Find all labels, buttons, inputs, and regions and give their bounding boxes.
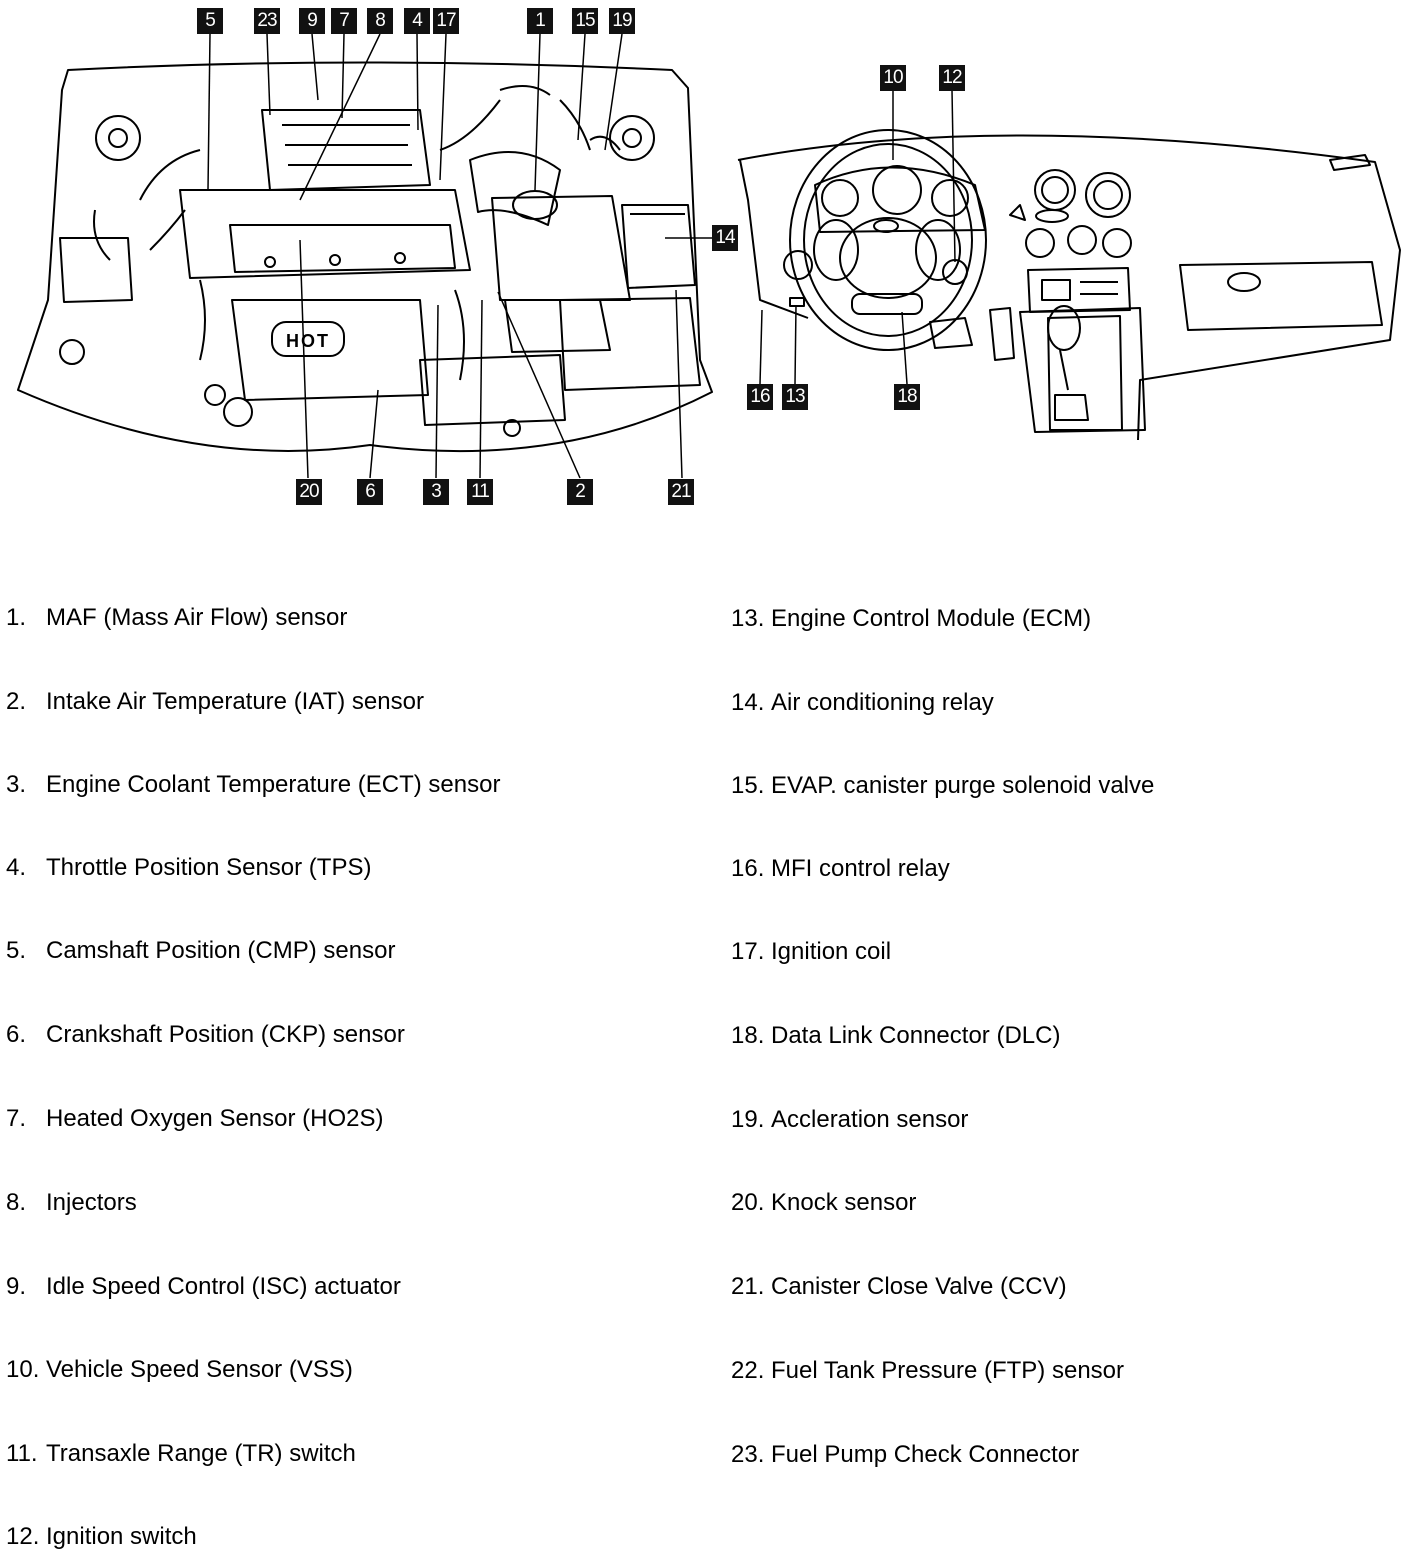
legend-item-3: 3.Engine Coolant Temperature (ECT) senso… [6, 771, 501, 798]
legend-item-14: 14.Air conditioning relay [731, 689, 994, 716]
legend-item-5: 5.Camshaft Position (CMP) sensor [6, 937, 396, 964]
legend-item-20: 20.Knock sensor [731, 1189, 917, 1216]
legend-item-21: 21.Canister Close Valve (CCV) [731, 1273, 1067, 1300]
callout-20: 20 [296, 479, 322, 505]
engine-hot-label: HOT [286, 331, 330, 351]
legend-item-13: 13.Engine Control Module (ECM) [731, 605, 1092, 632]
legend-item-17: 17.Ignition coil [731, 938, 892, 965]
legend-item-9: 9.Idle Speed Control (ISC) actuator [6, 1273, 401, 1300]
callout-12: 12 [939, 65, 965, 91]
callout-15: 15 [572, 8, 598, 34]
callout-3: 3 [423, 479, 449, 505]
callout-8: 8 [367, 8, 393, 34]
callout-18: 18 [894, 384, 920, 410]
engine-bay-illustration: HOT [17, 33, 713, 479]
callout-4: 4 [404, 8, 430, 34]
legend-item-1: 1.MAF (Mass Air Flow) sensor [6, 604, 348, 631]
callout-11: 11 [467, 479, 493, 505]
legend-item-4: 4.Throttle Position Sensor (TPS) [6, 854, 372, 881]
legend-item-8: 8.Injectors [6, 1189, 137, 1216]
callout-10: 10 [880, 65, 906, 91]
legend-item-22: 22.Fuel Tank Pressure (FTP) sensor [731, 1357, 1125, 1384]
callout-14: 14 [712, 225, 738, 251]
legend-item-10: 10.Vehicle Speed Sensor (VSS) [6, 1356, 353, 1383]
legend-item-15: 15.EVAP. canister purge solenoid valve [731, 772, 1155, 799]
callout-7: 7 [331, 8, 357, 34]
callout-23: 23 [254, 8, 280, 34]
legend-item-23: 23.Fuel Pump Check Connector [731, 1441, 1080, 1468]
legend-item-18: 18.Data Link Connector (DLC) [731, 1022, 1061, 1049]
callout-16: 16 [747, 384, 773, 410]
legend-item-16: 16.MFI control relay [731, 855, 950, 882]
legend-item-12: 12.Ignition switch [6, 1523, 197, 1550]
callout-19: 19 [609, 8, 635, 34]
callout-6: 6 [357, 479, 383, 505]
component-location-diagram: HOT [0, 0, 1424, 530]
callout-13: 13 [782, 384, 808, 410]
callout-21: 21 [668, 479, 694, 505]
callout-2: 2 [567, 479, 593, 505]
legend-item-6: 6.Crankshaft Position (CKP) sensor [6, 1021, 405, 1048]
callout-9: 9 [299, 8, 325, 34]
callout-5: 5 [197, 8, 223, 34]
legend-item-19: 19.Accleration sensor [731, 1106, 969, 1133]
callout-1: 1 [527, 8, 553, 34]
legend-item-7: 7.Heated Oxygen Sensor (HO2S) [6, 1105, 384, 1132]
legend-item-11: 11.Transaxle Range (TR) switch [6, 1440, 356, 1467]
legend-item-2: 2.Intake Air Temperature (IAT) sensor [6, 688, 424, 715]
callout-17: 17 [433, 8, 459, 34]
